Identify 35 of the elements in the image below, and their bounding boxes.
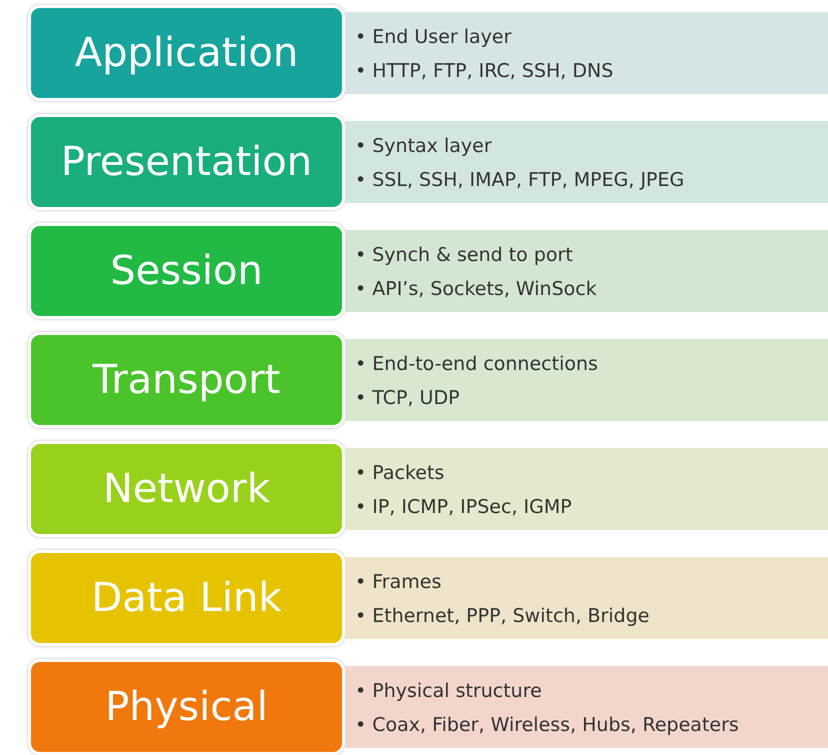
- bullet-item: • End-to-end connections: [355, 352, 598, 377]
- bullet-item: • Coax, Fiber, Wireless, Hubs, Repeaters: [355, 713, 739, 738]
- layer-box: [28, 114, 345, 210]
- layer-box: [28, 5, 345, 101]
- description-panel: [345, 121, 828, 203]
- layer-name: Data Link: [91, 575, 282, 621]
- layer-box: [28, 332, 345, 428]
- layer-name: Session: [110, 248, 263, 294]
- layer-name: Network: [102, 466, 270, 512]
- description-panel: [345, 230, 828, 312]
- layer-box: [28, 441, 345, 537]
- layer-name: Application: [74, 30, 298, 76]
- bullet-item: • Syntax layer: [355, 134, 492, 159]
- bullet-item: • Synch & send to port: [355, 243, 573, 268]
- layer-name: Transport: [92, 357, 280, 403]
- bullet-item: • Packets: [355, 461, 444, 486]
- bullet-item: • TCP, UDP: [355, 386, 460, 411]
- layer-box: [28, 223, 345, 319]
- bullet-item: • Ethernet, PPP, Switch, Bridge: [355, 604, 650, 629]
- bullet-item: • SSL, SSH, IMAP, FTP, MPEG, JPEG: [355, 168, 684, 193]
- bullet-item: • End User layer: [355, 25, 512, 50]
- description-panel: [345, 557, 828, 639]
- description-panel: [345, 448, 828, 530]
- layer-box: [28, 550, 345, 646]
- bullet-item: • HTTP, FTP, IRC, SSH, DNS: [355, 59, 614, 84]
- bullet-item: • API’s, Sockets, WinSock: [355, 277, 597, 302]
- bullet-item: • Frames: [355, 570, 442, 595]
- layer-name: Physical: [105, 684, 268, 730]
- bullet-item: • Physical structure: [355, 679, 542, 704]
- layer-box: [28, 659, 345, 755]
- description-panel: [345, 339, 828, 421]
- description-panel: [345, 666, 828, 748]
- layer-name: Presentation: [60, 139, 312, 185]
- description-panel: [345, 12, 828, 94]
- bullet-item: • IP, ICMP, IPSec, IGMP: [355, 495, 572, 520]
